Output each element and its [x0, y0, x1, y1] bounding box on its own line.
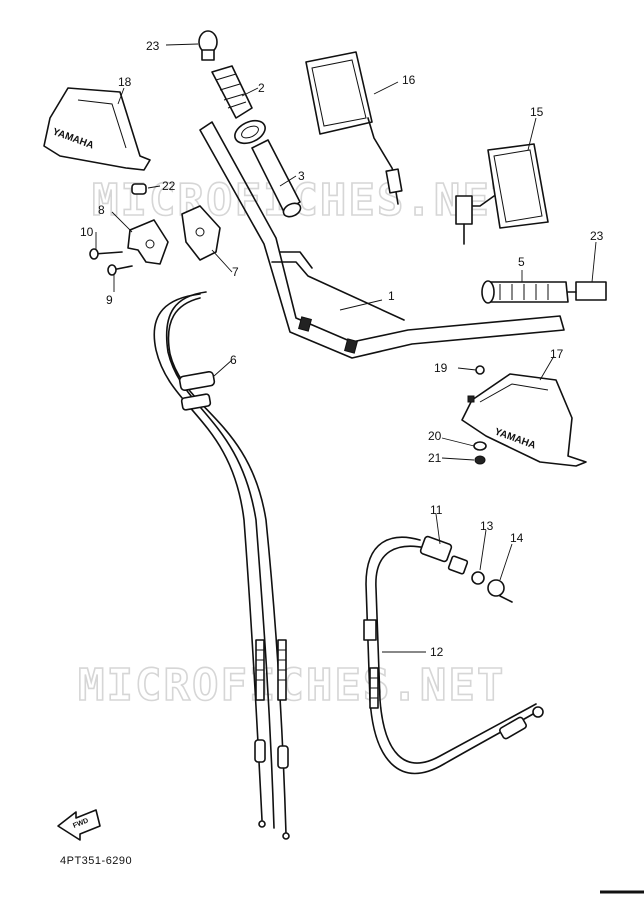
diagram-code: 4PT351-6290	[60, 855, 132, 867]
watermark-top: MICROFICHES.NET	[92, 175, 519, 226]
callout-23-top: 23	[146, 39, 160, 53]
clutch-cable	[363, 535, 544, 775]
forward-arrow-icon: FWD	[57, 809, 101, 841]
callout-22: 22	[162, 179, 176, 193]
throttle-cables	[153, 291, 290, 840]
callout-10: 10	[80, 225, 94, 239]
callout-16: 16	[402, 73, 416, 87]
callout-8: 8	[98, 203, 105, 217]
hand-guard-left: YAMAHA	[43, 87, 151, 171]
callout-20: 20	[428, 429, 442, 443]
callout-labels: 23 2 3 16 15 23 5 1 18 22 8 7 10 9 6 17 …	[80, 39, 604, 659]
callout-3: 3	[298, 169, 305, 183]
callout-7: 7	[232, 265, 239, 279]
callout-17: 17	[550, 347, 564, 361]
callout-23-right: 23	[590, 229, 604, 243]
callout-5: 5	[518, 255, 525, 269]
leader-lines	[95, 43, 597, 653]
callout-11: 11	[430, 503, 443, 517]
watermark-bottom: MICROFICHES.NET	[78, 660, 505, 711]
callout-2: 2	[258, 81, 265, 95]
callout-6: 6	[230, 353, 237, 367]
handlebar	[199, 121, 565, 359]
callout-13: 13	[480, 519, 494, 533]
guard-fasteners	[473, 365, 487, 465]
left-grip	[481, 280, 607, 304]
lever-holder	[89, 183, 221, 276]
callout-18: 18	[118, 75, 132, 89]
mirror-left	[305, 51, 403, 205]
callout-1: 1	[388, 289, 395, 303]
callout-19: 19	[434, 361, 448, 375]
callout-15: 15	[530, 105, 544, 119]
callout-14: 14	[510, 531, 524, 545]
throttle-grip	[198, 30, 302, 218]
callout-21: 21	[428, 451, 442, 465]
callout-9: 9	[106, 293, 113, 307]
hand-guard-right: YAMAHA	[461, 373, 587, 467]
callout-12: 12	[430, 645, 444, 659]
mirror-right	[455, 143, 549, 245]
